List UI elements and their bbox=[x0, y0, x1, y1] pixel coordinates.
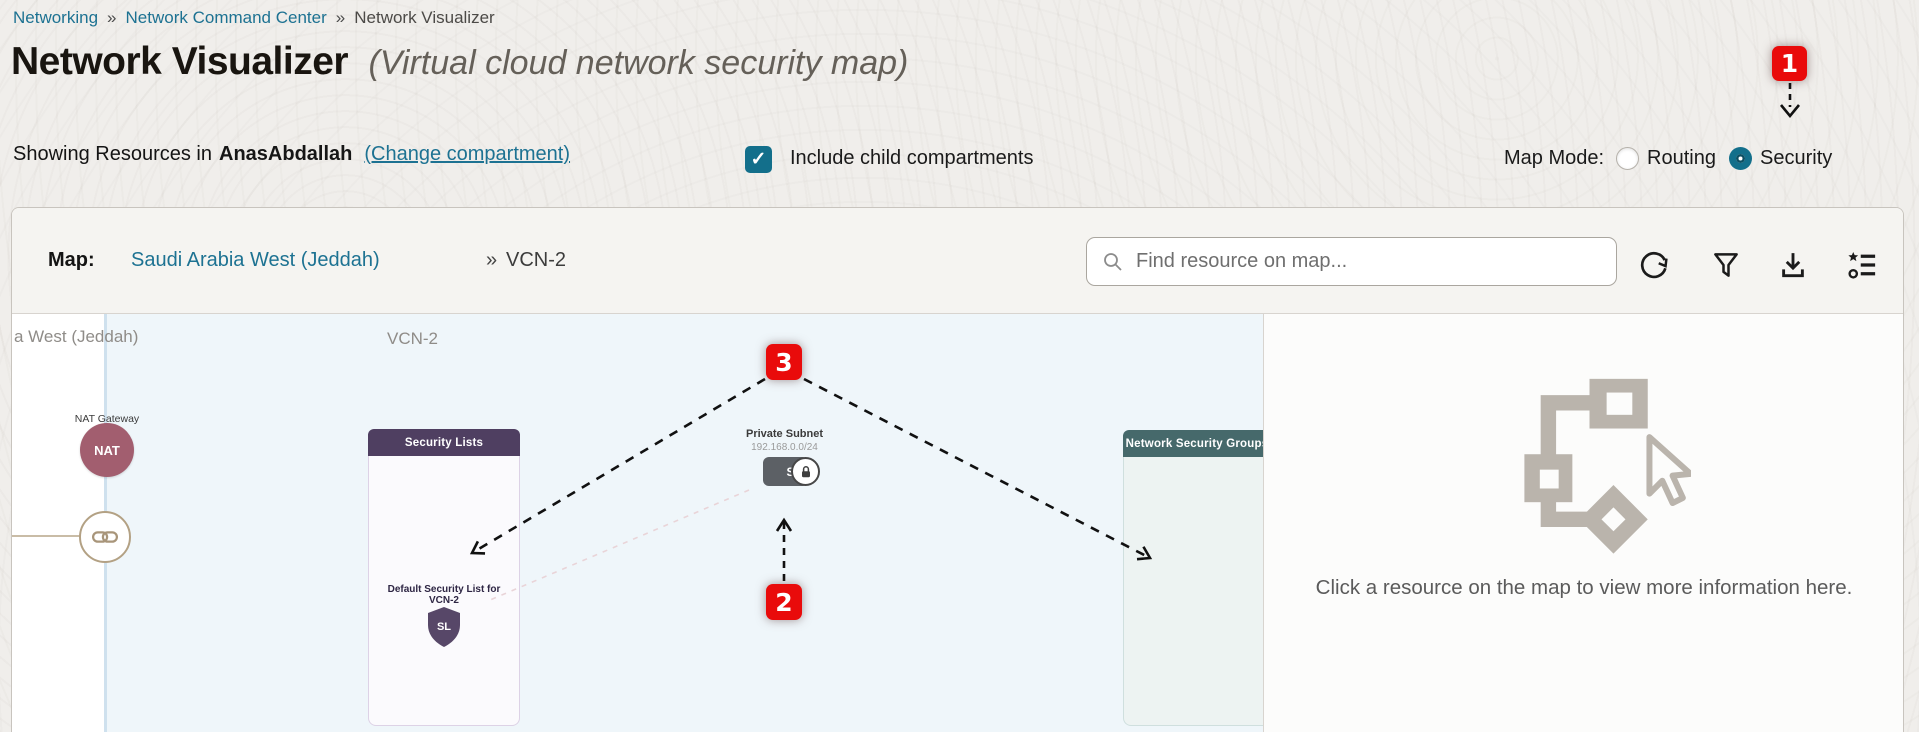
map-label: Map: bbox=[48, 249, 95, 271]
breadcrumb: Networking » Network Command Center » Ne… bbox=[13, 8, 495, 28]
region-breadcrumb-link[interactable]: Saudi Arabia West (Jeddah) bbox=[131, 249, 380, 271]
compartment-name: AnasAbdallah bbox=[219, 143, 353, 165]
nat-gateway-abbr: NAT bbox=[94, 442, 120, 458]
subnet-lock-badge bbox=[791, 457, 820, 486]
security-list-item-label: Default Security List for VCN-2 bbox=[387, 584, 501, 606]
annotation-badge-3: 3 bbox=[766, 344, 802, 380]
breadcrumb-separator: » bbox=[107, 8, 117, 27]
connector-line bbox=[12, 535, 81, 537]
nat-gateway-node[interactable]: NAT bbox=[80, 423, 134, 477]
subnet-name-label: Private Subnet bbox=[745, 428, 824, 440]
legend-button[interactable] bbox=[1840, 243, 1884, 287]
map-mode-security-radio[interactable] bbox=[1729, 147, 1752, 170]
breadcrumb-network-command-center[interactable]: Network Command Center bbox=[125, 8, 327, 27]
link-node[interactable] bbox=[79, 511, 131, 563]
breadcrumb-separator: » bbox=[335, 8, 346, 27]
map-canvas[interactable]: a West (Jeddah) VCN-2 NAT Gateway NAT Se… bbox=[12, 314, 1264, 732]
security-lists-body: Default Security List for VCN-2 SL bbox=[368, 456, 520, 726]
map-search-input[interactable] bbox=[1136, 250, 1616, 273]
resource-detail-panel: Click a resource on the map to view more… bbox=[1264, 314, 1903, 732]
subnet-abbr: S bbox=[786, 465, 794, 479]
annotation-badge-2: 2 bbox=[766, 584, 802, 620]
vcn-region-area bbox=[107, 314, 1263, 732]
security-list-shield-icon[interactable]: SL bbox=[426, 606, 462, 648]
legend-icon bbox=[1848, 252, 1876, 279]
search-icon bbox=[1104, 252, 1122, 271]
showing-resources-label: Showing Resources in bbox=[13, 143, 212, 165]
map-mode-security-label[interactable]: Security bbox=[1760, 147, 1833, 169]
subnet-cidr-label: 192.168.0.0/24 bbox=[751, 442, 818, 453]
security-lists-panel[interactable]: Security Lists Default Security List for… bbox=[368, 429, 520, 726]
vcn-breadcrumb: VCN-2 bbox=[506, 249, 567, 271]
network-security-groups-body bbox=[1123, 457, 1263, 726]
breadcrumb-networking[interactable]: Networking bbox=[13, 8, 99, 27]
check-icon: ✓ bbox=[750, 149, 767, 170]
lock-icon bbox=[801, 465, 810, 477]
breadcrumb-current: Network Visualizer bbox=[354, 8, 495, 27]
security-lists-header: Security Lists bbox=[368, 429, 520, 456]
include-child-compartments-checkbox[interactable]: ✓ bbox=[745, 146, 772, 173]
network-security-groups-header: Network Security Groups bbox=[1123, 430, 1263, 457]
page-subtitle: (Virtual cloud network security map) bbox=[368, 44, 909, 82]
change-compartment-link[interactable]: (Change compartment) bbox=[364, 143, 571, 165]
filter-icon bbox=[1714, 253, 1738, 277]
map-search-box bbox=[1086, 237, 1617, 286]
annotation-arrow-1 bbox=[1779, 83, 1801, 119]
page-title: Network Visualizer bbox=[11, 40, 349, 83]
annotation-badge-1: 1 bbox=[1772, 46, 1807, 81]
compartment-bar: Showing Resources in AnasAbdallah (Chang… bbox=[13, 143, 570, 166]
svg-text:SL: SL bbox=[437, 621, 451, 633]
download-icon bbox=[1782, 253, 1804, 278]
chain-link-icon bbox=[91, 531, 119, 543]
refresh-icon bbox=[1640, 251, 1668, 279]
map-toolbar: Map: Saudi Arabia West (Jeddah) » VCN-2 bbox=[12, 208, 1903, 314]
refresh-button[interactable] bbox=[1632, 243, 1676, 287]
detail-panel-message: Click a resource on the map to view more… bbox=[1315, 576, 1853, 599]
map-breadcrumb-separator: » bbox=[486, 249, 498, 271]
nat-gateway-label: NAT Gateway bbox=[74, 413, 140, 425]
include-child-compartments-label: Include child compartments bbox=[790, 147, 1034, 169]
filter-button[interactable] bbox=[1704, 243, 1748, 287]
download-button[interactable] bbox=[1771, 243, 1815, 287]
region-area-label: a West (Jeddah) bbox=[14, 327, 139, 346]
topology-placeholder-icon bbox=[1524, 378, 1691, 554]
visualizer-panel: Map: Saudi Arabia West (Jeddah) » VCN-2 bbox=[11, 207, 1904, 732]
network-security-groups-panel[interactable]: Network Security Groups bbox=[1123, 430, 1263, 726]
map-mode-routing-label[interactable]: Routing bbox=[1647, 147, 1716, 169]
map-mode-routing-radio[interactable] bbox=[1616, 147, 1639, 170]
map-mode-label: Map Mode: bbox=[1504, 147, 1605, 169]
vcn-area-label: VCN-2 bbox=[387, 329, 439, 348]
